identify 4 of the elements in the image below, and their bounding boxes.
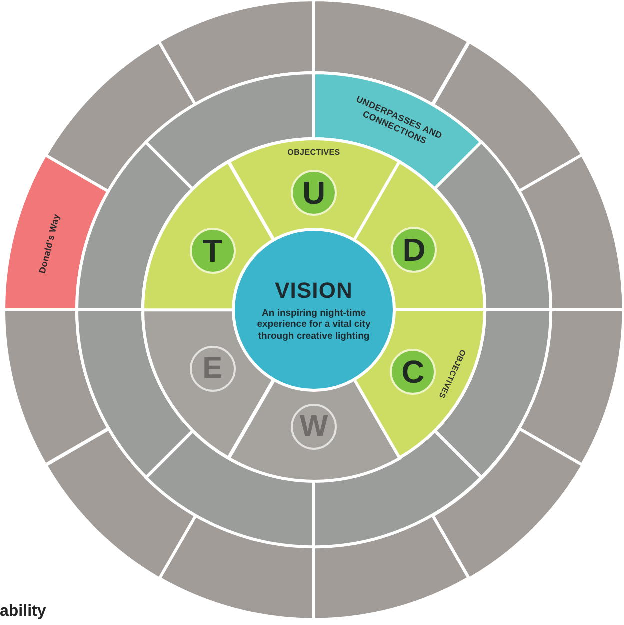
cropped-caption: ability	[0, 602, 46, 622]
objectives-label: OBJECTIVES	[286, 147, 342, 159]
vision-statement: An inspiring night-time experience for a vital city through creative lighting	[256, 308, 372, 342]
vision-heading: VISION	[275, 278, 353, 304]
